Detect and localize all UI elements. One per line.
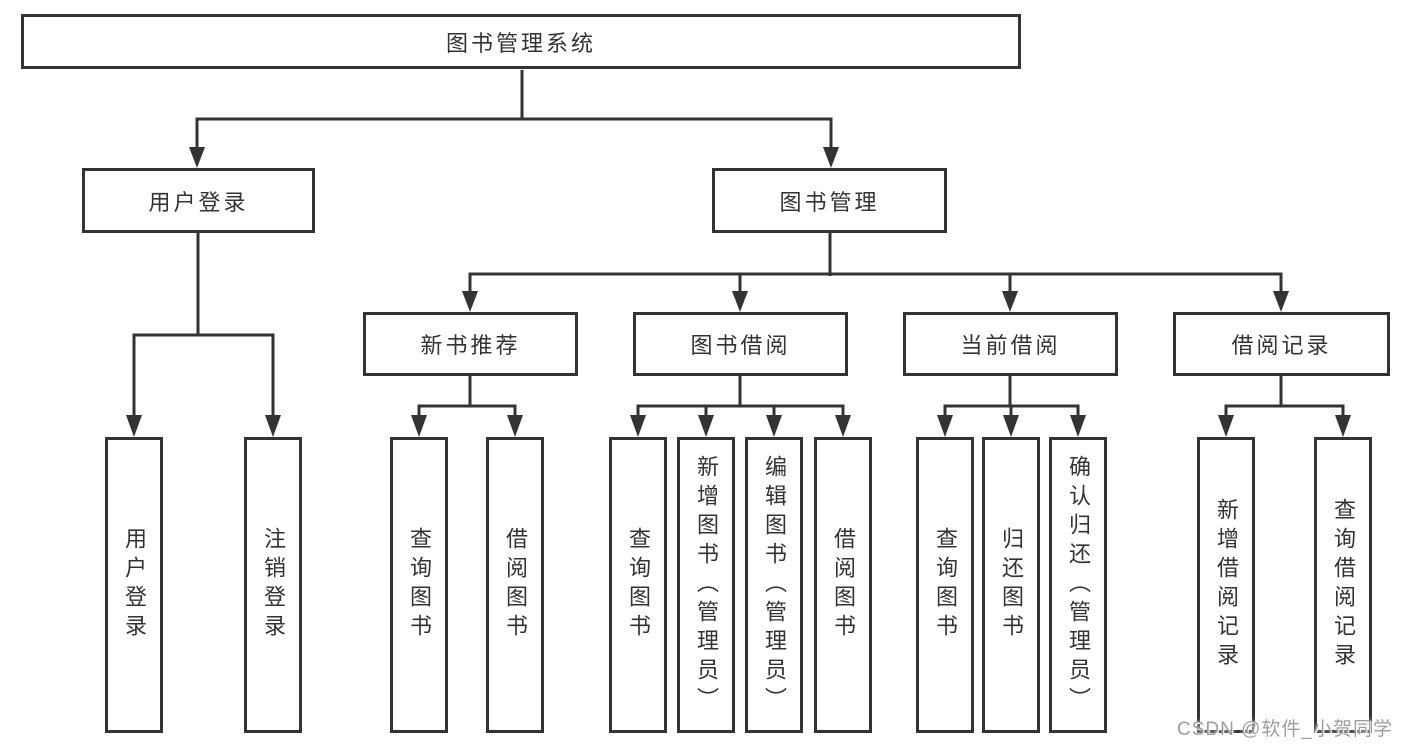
leaf-query-books-label: 查询图书 — [933, 527, 958, 643]
node-new-book-recommendation: 新书推荐 — [363, 312, 578, 376]
leaf-user-login-label: 用户登录 — [122, 527, 147, 643]
node-book-borrowing: 图书借阅 — [633, 312, 848, 376]
leaf-edit-books-admin: 编辑图书（管理员） — [745, 437, 803, 733]
node-book-management: 图书管理 — [712, 168, 947, 233]
node-root-system: 图书管理系统 — [21, 14, 1021, 69]
csdn-watermark: CSDN @软件_小贺同学 — [1177, 719, 1393, 740]
leaf-logout: 注销登录 — [244, 437, 302, 733]
node-current-borrowing: 当前借阅 — [903, 312, 1118, 376]
node-current-borrowing-label: 当前借阅 — [960, 333, 1061, 358]
leaf-borrow-books-label: 借阅图书 — [831, 527, 856, 643]
leaf-add-books-admin-label: 新增图书（管理员） — [694, 454, 719, 716]
node-user-login: 用户登录 — [82, 168, 315, 233]
node-root-system-label: 图书管理系统 — [445, 30, 596, 56]
node-book-management-label: 图书管理 — [779, 189, 880, 215]
leaf-add-books-admin: 新增图书（管理员） — [677, 437, 735, 733]
leaf-confirm-return-admin-label: 确认归还（管理员） — [1066, 454, 1091, 716]
leaf-return-books-label: 归还图书 — [999, 527, 1024, 643]
node-borrowing-records: 借阅记录 — [1173, 312, 1390, 376]
leaf-borrow-books: 借阅图书 — [486, 437, 544, 733]
node-book-borrowing-label: 图书借阅 — [690, 333, 791, 358]
leaf-add-borrow-record-label: 新增借阅记录 — [1214, 498, 1239, 672]
node-new-book-recommendation-label: 新书推荐 — [420, 333, 521, 358]
leaf-query-books-label: 查询图书 — [407, 527, 432, 643]
leaf-edit-books-admin-label: 编辑图书（管理员） — [762, 454, 787, 716]
node-user-login-label: 用户登录 — [148, 189, 249, 215]
leaf-logout-label: 注销登录 — [261, 527, 286, 643]
leaf-borrow-books: 借阅图书 — [814, 437, 872, 733]
leaf-return-books: 归还图书 — [982, 437, 1040, 733]
leaf-add-borrow-record: 新增借阅记录 — [1197, 437, 1255, 733]
leaf-query-borrow-record: 查询借阅记录 — [1314, 437, 1372, 733]
leaf-query-books: 查询图书 — [916, 437, 974, 733]
leaf-confirm-return-admin: 确认归还（管理员） — [1049, 437, 1107, 733]
leaf-query-borrow-record-label: 查询借阅记录 — [1331, 498, 1356, 672]
leaf-query-books: 查询图书 — [390, 437, 448, 733]
leaf-user-login: 用户登录 — [105, 437, 163, 733]
leaf-query-books-label: 查询图书 — [626, 527, 651, 643]
node-borrowing-records-label: 借阅记录 — [1231, 333, 1332, 358]
leaf-borrow-books-label: 借阅图书 — [503, 527, 528, 643]
leaf-query-books: 查询图书 — [609, 437, 667, 733]
